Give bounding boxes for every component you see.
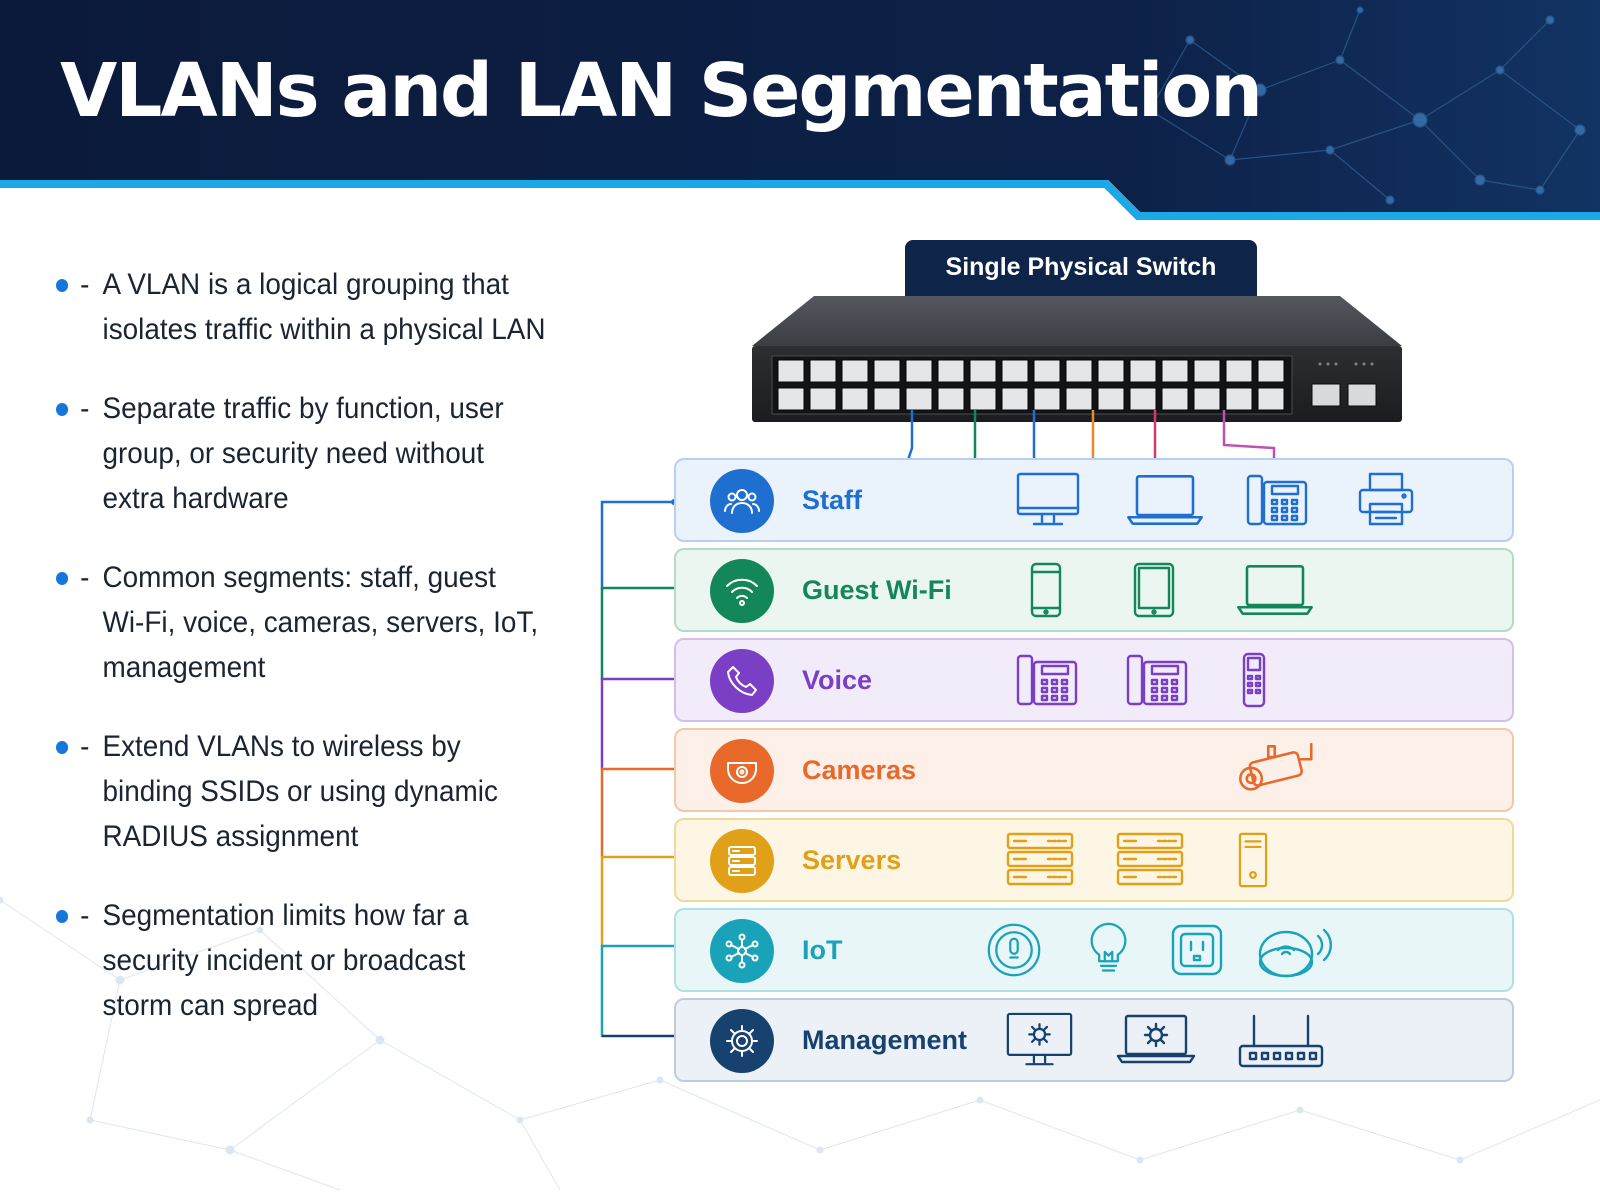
network-switch-icon (752, 296, 1402, 422)
bullet-camera-icon (1239, 742, 1313, 791)
vlan-name: Cameras (802, 755, 917, 785)
bullet-text-line: extra hardware (102, 482, 289, 515)
desk-phone-icon (1126, 654, 1188, 706)
vlan-icon-circle (710, 739, 774, 803)
bullet-text-line: Wi-Fi, voice, cameras, servers, IoT, (102, 606, 539, 639)
gear-icon (726, 1025, 758, 1057)
vlan-name: Staff (802, 485, 862, 515)
vlan-row-cameras: Cameras (674, 728, 1514, 812)
bullet-marker: - (80, 730, 90, 763)
background-network-pattern (0, 896, 1600, 1191)
bullet-text-line: Common segments: staff, guest (102, 561, 496, 594)
bullet-text-line: binding SSIDs or using dynamic (102, 775, 498, 808)
printer-icon (1358, 472, 1414, 526)
server-stack-icon (728, 846, 756, 876)
vlan-row-servers: Servers (674, 818, 1514, 902)
router-icon (1238, 1014, 1324, 1068)
vlan-name: Servers (802, 845, 902, 875)
bullet-text-line: storm can spread (102, 989, 319, 1022)
laptop-icon (1127, 475, 1203, 525)
rack-server-icon (1006, 832, 1074, 886)
dome-camera-icon (727, 762, 757, 784)
thermostat-icon (987, 923, 1041, 977)
bullet-dot-icon (56, 741, 69, 754)
phone-handset-icon (727, 666, 757, 696)
bullet-text-line: Extend VLANs to wireless by (102, 730, 461, 763)
vlan-icon-circle (710, 649, 774, 713)
bullet-item: -Separate traffic by function, user group… (56, 386, 586, 521)
lightbulb-icon (1090, 922, 1127, 972)
bullet-text-line: Separate traffic by function, user (102, 392, 504, 425)
page-title: VLANs and LAN Segmentation (60, 48, 1263, 134)
vlan-row-voice: Voice (674, 638, 1514, 722)
cordless-phone-icon (1242, 652, 1266, 708)
network-pattern-icon (1145, 6, 1586, 205)
bullet-item: -Segmentation limits how far a security i… (56, 893, 586, 1028)
desktop-monitor-icon (1016, 472, 1080, 526)
vlan-name: Guest Wi-Fi (802, 575, 952, 605)
laptop-icon (1237, 565, 1313, 615)
vlan-icon-circle (710, 1009, 774, 1073)
users-icon (724, 489, 760, 514)
vlan-row-staff: Staff (674, 458, 1514, 542)
vlan-name: Management (802, 1025, 968, 1055)
bullet-item: -A VLAN is a logical grouping that isolat… (56, 262, 586, 352)
bullet-dot-icon (56, 910, 69, 923)
wifi-icon (726, 578, 758, 606)
wireless-sensor-icon (1258, 928, 1332, 978)
desk-phone-icon (1016, 654, 1078, 706)
vlan-icon-circle (710, 469, 774, 533)
vlan-name: Voice (802, 665, 873, 695)
header-background (0, 0, 1600, 220)
switch-label: Single Physical Switch (905, 240, 1257, 300)
bullet-marker: - (80, 392, 90, 425)
smart-plug-icon (1171, 924, 1223, 976)
vlan-icon-circle (710, 829, 774, 893)
bullet-text-line: A VLAN is a logical grouping that (102, 268, 509, 301)
vlan-name: IoT (802, 935, 843, 965)
bullet-marker: - (80, 899, 90, 932)
bullet-text-line: group, or security need without (102, 437, 485, 470)
vlan-row-iot: IoT (674, 908, 1514, 992)
bullet-text-line: isolates traffic within a physical LAN (102, 313, 546, 346)
bullet-item: -Extend VLANs to wireless by binding SSID… (56, 724, 586, 859)
desk-phone-icon (1246, 474, 1308, 526)
bullet-text-line: RADIUS assignment (102, 820, 359, 853)
bullet-dot-icon (56, 279, 69, 292)
bullet-text-line: management (102, 651, 266, 684)
iot-hub-icon (725, 933, 759, 969)
bullet-text-line: Segmentation limits how far a (102, 899, 469, 932)
monitor-gear-icon (1006, 1012, 1073, 1066)
header-banner: VLANs and LAN Segmentation (0, 0, 1600, 220)
bullet-marker: - (80, 561, 90, 594)
rack-server-icon (1116, 832, 1184, 886)
bullet-dot-icon (56, 572, 69, 585)
bullet-text-line: security incident or broadcast (102, 944, 466, 977)
laptop-gear-icon (1116, 1014, 1196, 1064)
tower-server-icon (1238, 832, 1268, 888)
smartphone-icon (1030, 562, 1062, 618)
tablet-icon (1133, 562, 1175, 618)
vlan-connection-lines (600, 410, 1276, 1038)
vlan-row-management: Management (674, 998, 1514, 1082)
bullet-dot-icon (56, 403, 69, 416)
vlan-icon-circle (710, 919, 774, 983)
vlan-icon-circle (710, 559, 774, 623)
bullet-marker: - (80, 268, 90, 301)
vlan-row-guest-wifi: Guest Wi-Fi (674, 548, 1514, 632)
